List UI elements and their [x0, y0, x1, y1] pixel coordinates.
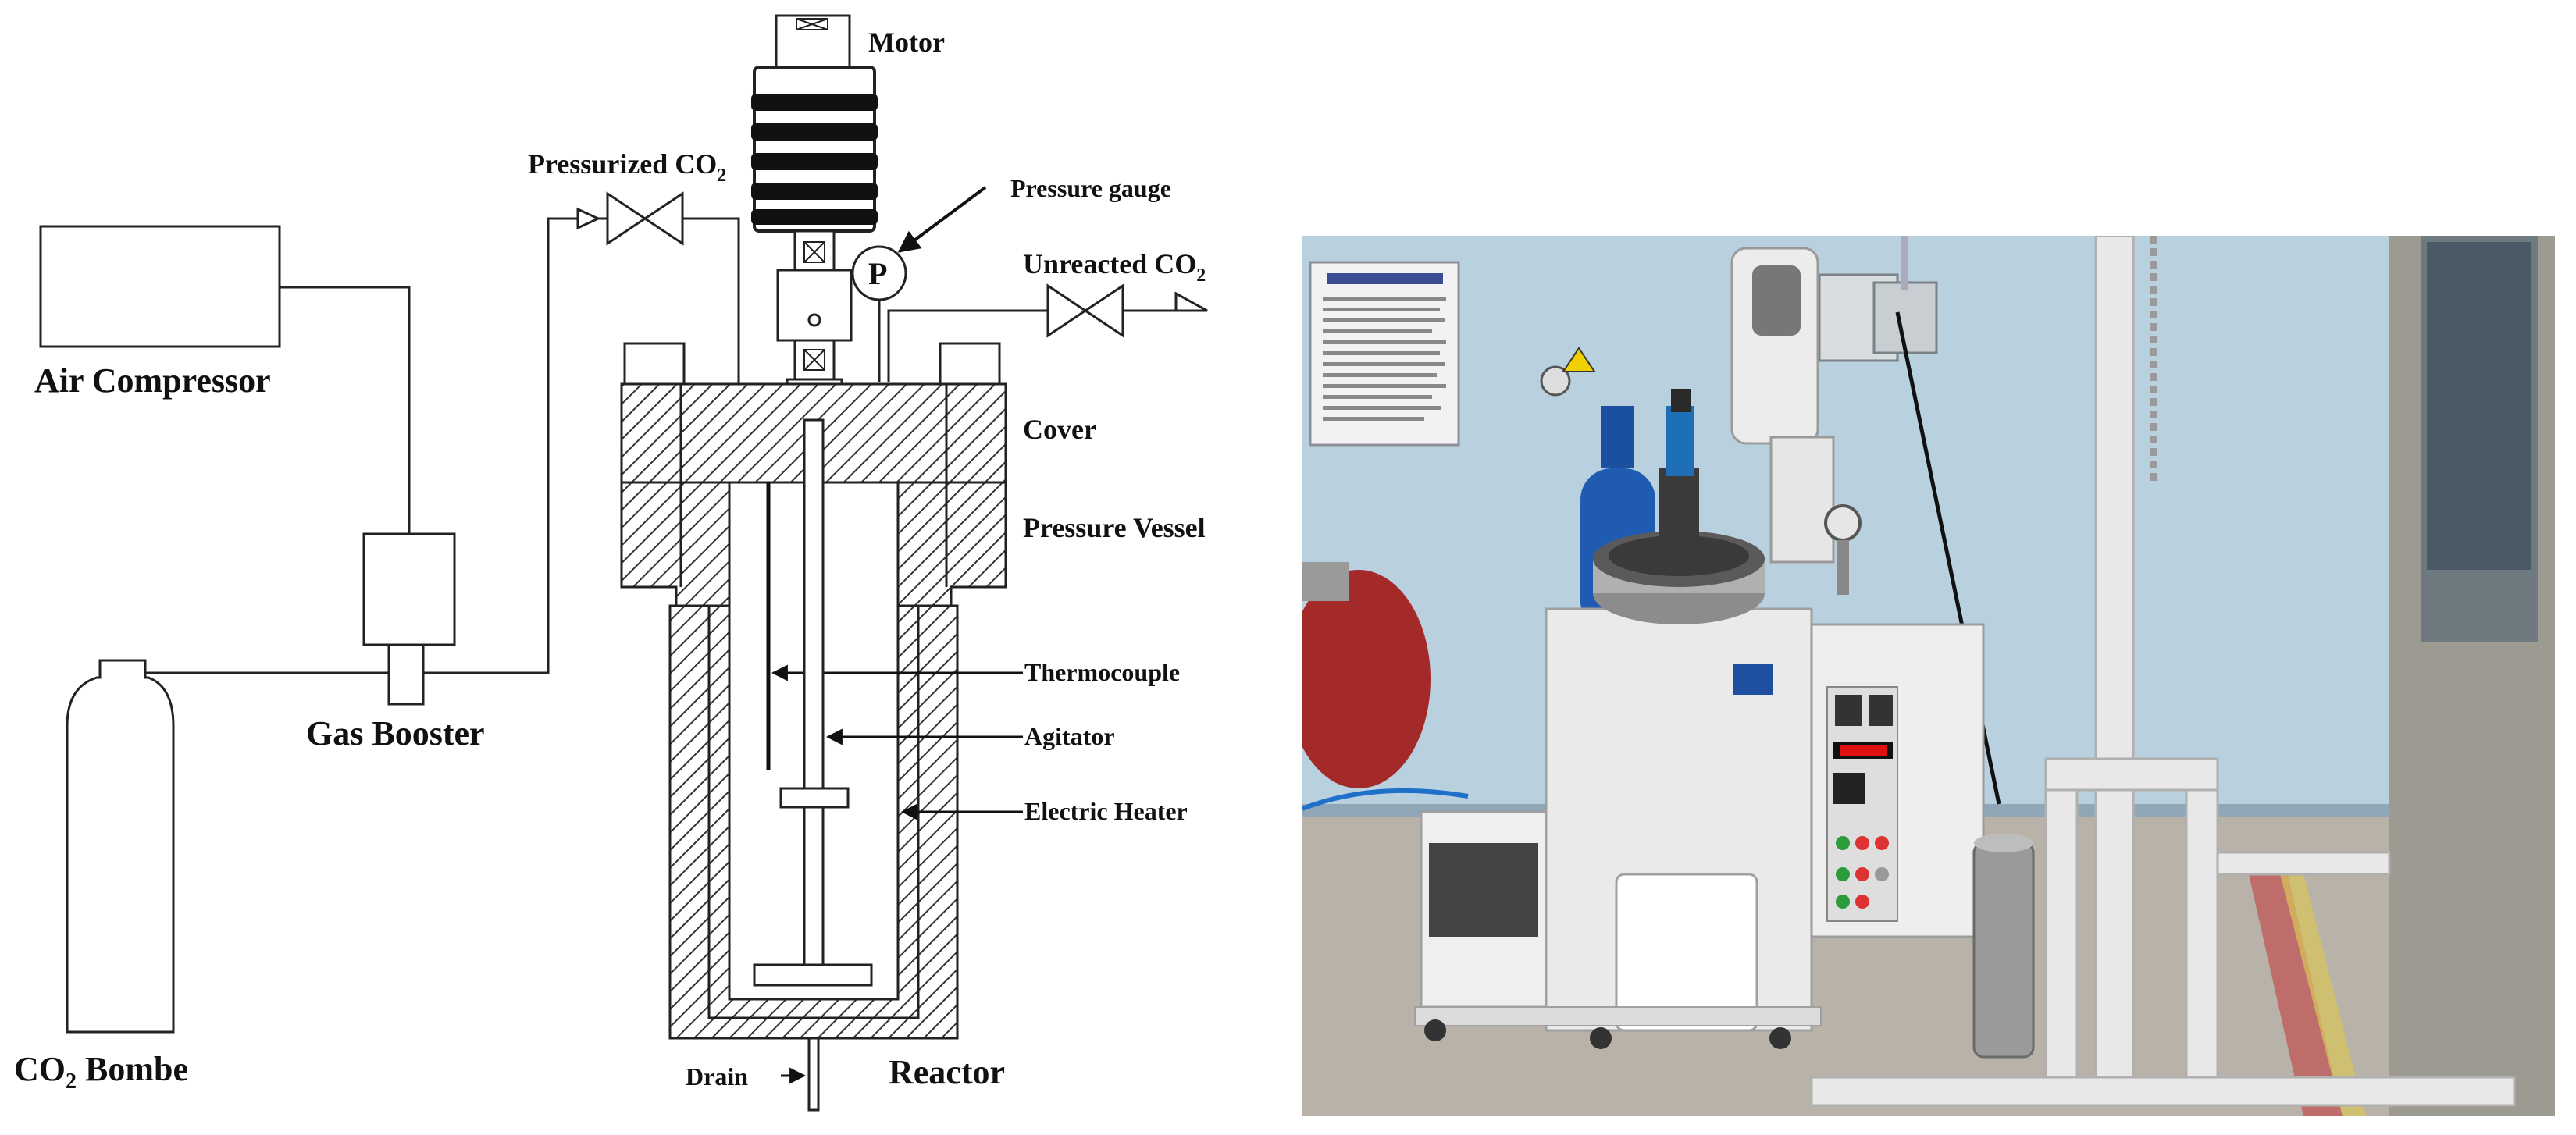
agitator-impeller — [753, 963, 873, 987]
unreacted-pipe — [887, 309, 1048, 382]
electric-heater-label: Electric Heater — [1024, 797, 1188, 825]
pressurized-inlet-arrow — [576, 207, 601, 230]
photo-steel-cylinder — [1972, 841, 2035, 1059]
motor-label: Motor — [868, 27, 945, 58]
air-compressor-box — [39, 225, 281, 348]
motor-body — [753, 66, 876, 233]
photo-red-tank — [1302, 570, 1431, 788]
gas-booster-box — [362, 532, 456, 646]
agitator-hub — [779, 787, 850, 809]
cover-label: Cover — [1023, 414, 1096, 445]
air-compressor-label: Air Compressor — [34, 361, 271, 400]
photo-frame-post — [2094, 236, 2135, 1096]
pressure-gauge-symbol: P — [868, 256, 887, 291]
gas-booster-label: Gas Booster — [306, 714, 485, 753]
unreacted-valve-icon — [1046, 283, 1124, 338]
pressurized-pipe-3 — [682, 217, 740, 384]
co2-bombe-label: CO2 Bombe — [14, 1050, 188, 1094]
reactor-photograph — [1302, 236, 2555, 1116]
schematic-diagram: Air Compressor Gas Booster CO2 Bombe Pre… — [14, 14, 1208, 1112]
reactor-label: Reactor — [889, 1053, 1005, 1091]
drain-pipe — [807, 1037, 820, 1112]
pressurized-co2-label: Pressurized CO2 — [528, 148, 726, 186]
motor-fins — [751, 94, 878, 225]
agitator-shaft — [803, 418, 825, 985]
unreacted-co2-label: Unreacted CO2 — [1023, 248, 1206, 286]
pressure-gauge-pointer — [897, 186, 987, 253]
agitator-label: Agitator — [1024, 722, 1115, 750]
pressurized-valve-icon — [606, 191, 684, 246]
pressure-vessel-label: Pressure Vessel — [1023, 512, 1206, 543]
cover-bolt-left — [623, 342, 686, 386]
unreacted-outlet-arrow — [1174, 291, 1208, 312]
co2-bombe-shape — [66, 659, 175, 1034]
compressor-pipe — [280, 286, 411, 534]
drain-label: Drain — [686, 1062, 748, 1091]
pressurized-pipe — [423, 217, 578, 674]
thermocouple-label: Thermocouple — [1024, 658, 1180, 686]
cover-bolt-right — [939, 342, 1001, 386]
gas-booster-port — [387, 643, 425, 706]
pressure-gauge-label: Pressure gauge — [1010, 174, 1171, 202]
